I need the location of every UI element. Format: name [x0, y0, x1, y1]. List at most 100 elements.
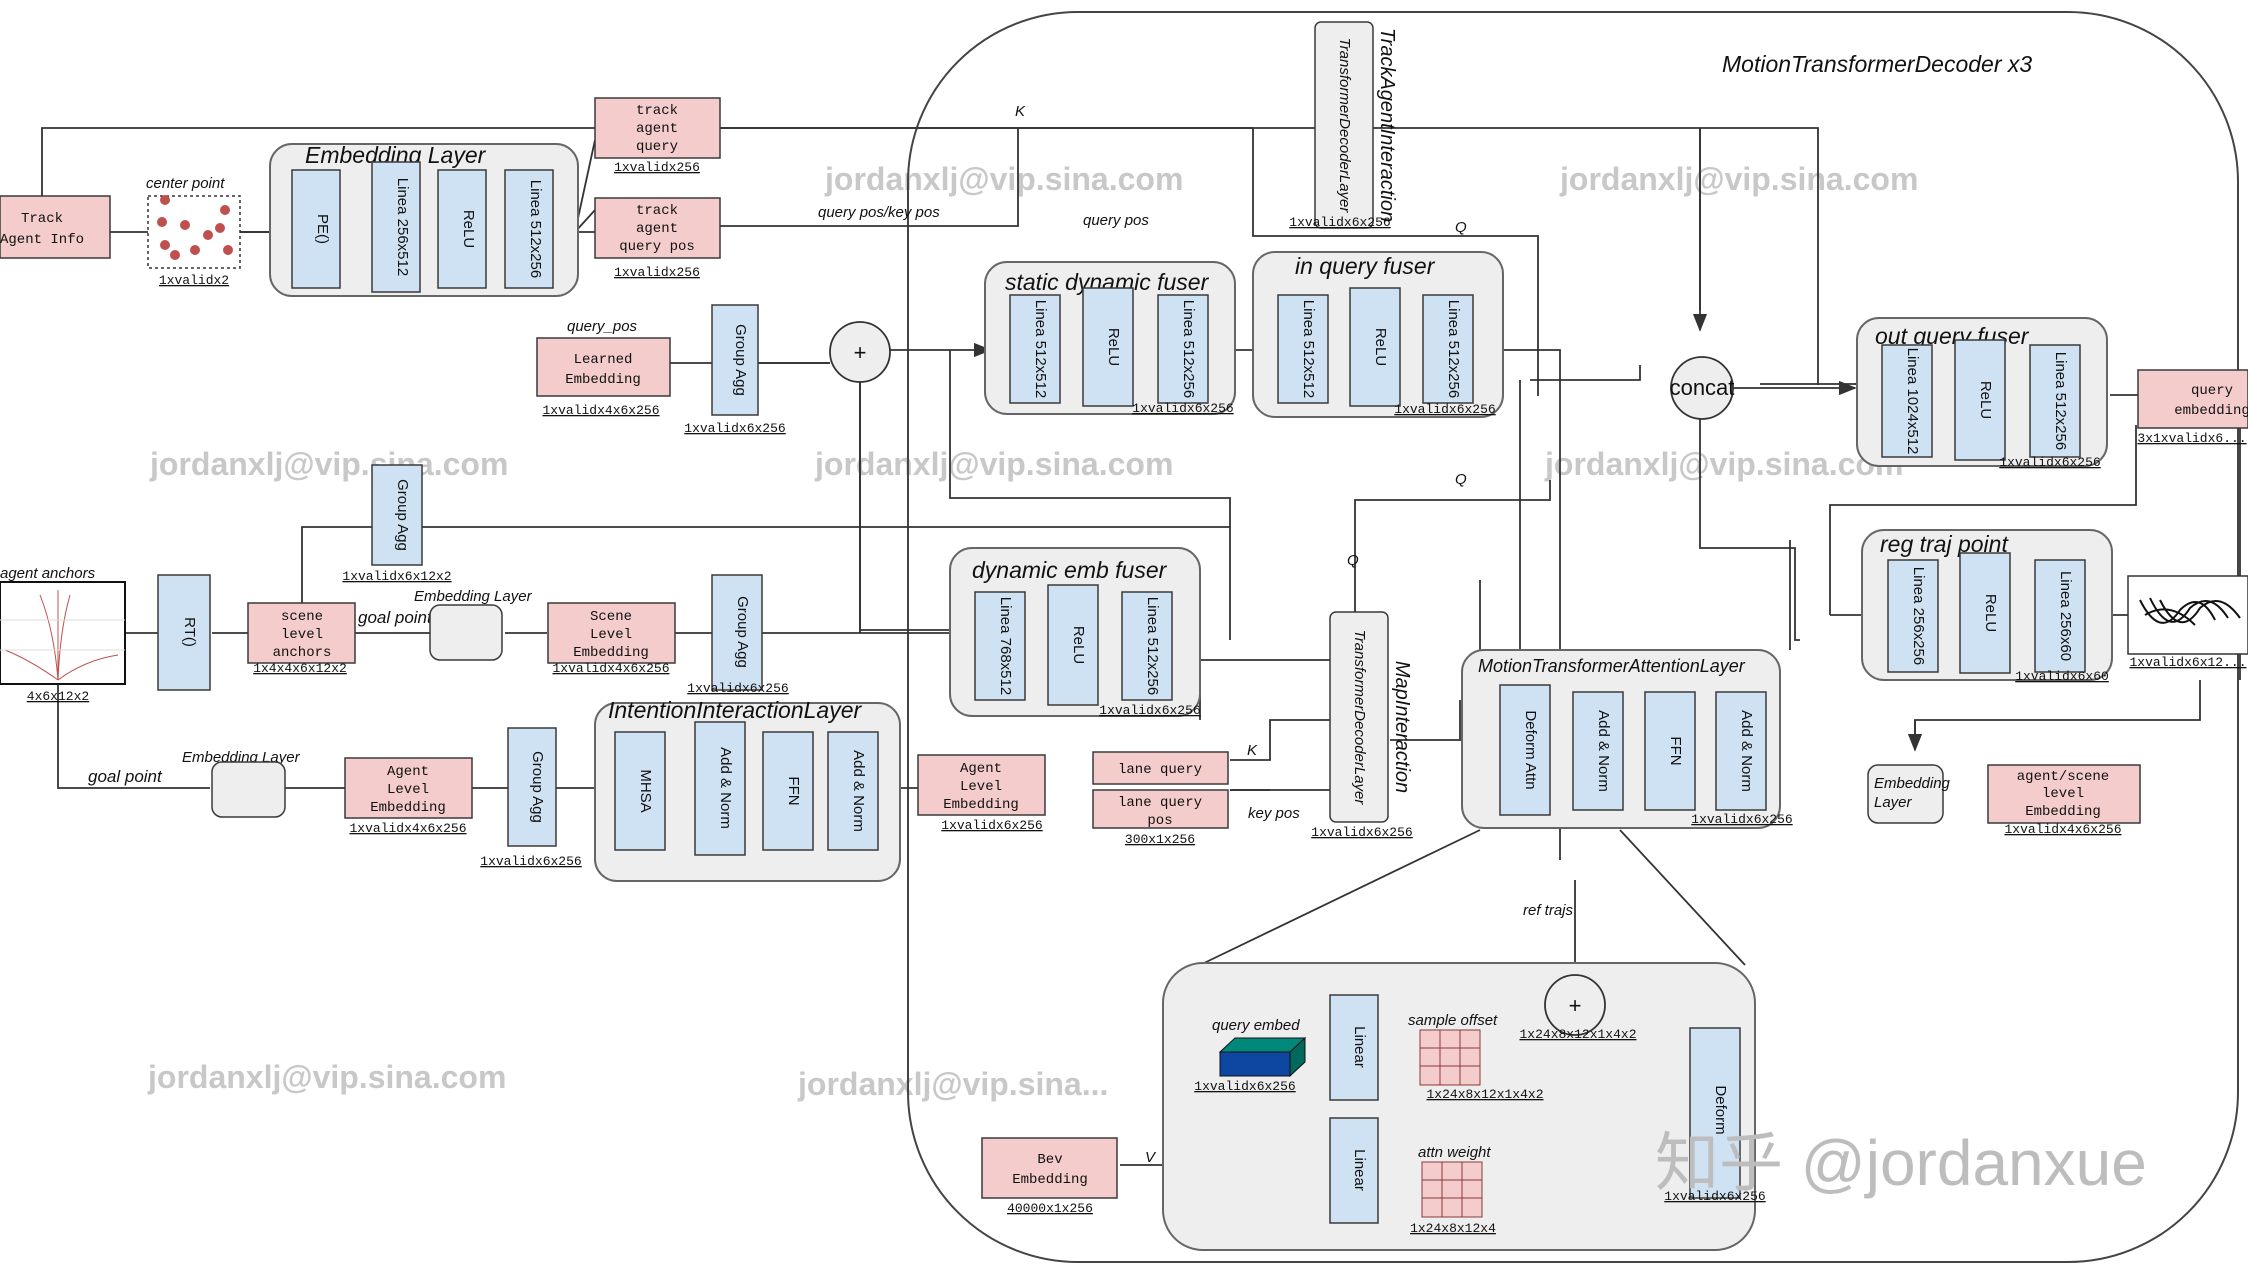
svg-text:Scene: Scene: [590, 609, 632, 625]
track-agent-info-block: Track Agent Info: [0, 195, 111, 259]
svg-text:1xvalidx6x12x2: 1xvalidx6x12x2: [342, 569, 451, 584]
svg-text:Group Agg: Group Agg: [734, 596, 751, 668]
svg-text:Add & Norm: Add & Norm: [1738, 710, 1755, 792]
svg-text:MHSA: MHSA: [637, 769, 654, 812]
label-ref-trajs: ref trajs: [1523, 902, 1574, 919]
svg-text:Deform Attn: Deform Attn: [1522, 710, 1539, 789]
svg-text:1xvalidx6x256: 1xvalidx6x256: [1999, 455, 2100, 470]
trajectory-output: 1xvalidx6x12...: [2127, 575, 2248, 670]
scene-level-anchors-block: scene level anchors 1x4x4x6x12x2: [247, 602, 356, 676]
svg-text:Embedding: Embedding: [943, 797, 1019, 813]
watermark: jordanxlj@vip.sina.com: [1544, 446, 1903, 482]
embedding-layer-right-block: Embedding Layer: [1867, 764, 1951, 824]
svg-text:Embedding: Embedding: [565, 372, 641, 388]
svg-text:anchors: anchors: [273, 645, 332, 661]
learned-embedding-block: query_pos Learned Embedding 1xvalidx4x6x…: [536, 318, 671, 418]
zhihu-watermark: 知乎 @jordanxue: [1655, 1127, 2147, 1199]
svg-text:1xvalidx4x6x256: 1xvalidx4x6x256: [552, 661, 669, 676]
label-q: Q: [1455, 471, 1467, 488]
svg-text:1xvalidx6x256: 1xvalidx6x256: [1311, 825, 1412, 840]
plus-node: [1544, 974, 1606, 1036]
svg-text:Add & Norm: Add & Norm: [717, 747, 734, 829]
agent-anchors-block: agent anchors 4x6x12x2: [0, 565, 126, 704]
sample-offset-grid: [1419, 1029, 1481, 1086]
svg-text:Bev: Bev: [1037, 1152, 1062, 1168]
svg-text:ReLU: ReLU: [1070, 626, 1087, 664]
group-agg-block: Group Agg 1xvalidx6x256: [684, 304, 786, 436]
svg-text:query: query: [2191, 383, 2233, 399]
svg-text:+: +: [1569, 993, 1582, 1018]
svg-text:agent: agent: [636, 121, 678, 137]
svg-text:track: track: [636, 103, 678, 119]
svg-text:Linea 768x512: Linea 768x512: [997, 597, 1014, 695]
svg-text:lane query: lane query: [1118, 762, 1202, 778]
svg-text:Linea 1024x512: Linea 1024x512: [1904, 348, 1921, 455]
svg-text:level: level: [281, 627, 323, 643]
label-k: K: [1247, 742, 1258, 759]
deform-attention-detail: query embed 1xvalidx6x256 Linear Linear …: [1162, 962, 1766, 1251]
svg-text:1xvalidx6x256: 1xvalidx6x256: [1132, 401, 1233, 416]
watermark: jordanxlj@vip.sina.com: [149, 446, 508, 482]
svg-text:PE(): PE(): [314, 214, 331, 244]
svg-text:Embedding: Embedding: [573, 645, 649, 661]
svg-text:1xvalidx6x12...: 1xvalidx6x12...: [2129, 655, 2246, 670]
linear-block: [371, 161, 421, 293]
svg-text:ReLU: ReLU: [460, 210, 477, 248]
svg-text:1x4x4x6x12x2: 1x4x4x6x12x2: [253, 661, 347, 676]
plus-node: +: [829, 321, 891, 383]
svg-text:1xvalidx6x256: 1xvalidx6x256: [684, 421, 785, 436]
agent-level-embedding-block: Agent Level Embedding 1xvalidx6x256: [917, 754, 1046, 833]
svg-text:query_pos: query_pos: [567, 318, 638, 335]
svg-text:Linea 512x256: Linea 512x256: [1180, 300, 1197, 398]
svg-text:1xvalidx4x6x256: 1xvalidx4x6x256: [349, 821, 466, 836]
relu-block: [437, 169, 487, 289]
svg-text:track: track: [636, 203, 678, 219]
svg-text:Linea 512x256: Linea 512x256: [1144, 597, 1161, 695]
svg-text:1xvalidx6x256: 1xvalidx6x256: [941, 818, 1042, 833]
svg-text:Embedding: Embedding: [1874, 775, 1951, 792]
svg-text:40000x1x256: 40000x1x256: [1007, 1201, 1093, 1216]
svg-text:concat: concat: [1670, 375, 1735, 400]
center-point-block: center point 1xvalidx2: [146, 175, 241, 288]
svg-text:300x1x256: 300x1x256: [1125, 832, 1195, 847]
svg-text:1xvalidx6x256: 1xvalidx6x256: [1664, 1189, 1765, 1204]
svg-text:1xvalidx2: 1xvalidx2: [159, 273, 229, 288]
motion-transformer-attention-layer: MotionTransformerAttentionLayer Deform A…: [1461, 649, 1793, 829]
embedding-layer-small-block: [211, 761, 286, 818]
svg-text:ReLU: ReLU: [1372, 328, 1389, 366]
svg-text:1xvalidx4x6x256: 1xvalidx4x6x256: [2004, 822, 2121, 837]
label-q: Q: [1347, 552, 1359, 569]
svg-text:query embed: query embed: [1212, 1017, 1300, 1034]
svg-text:3x1xvalidx6...: 3x1xvalidx6...: [2137, 431, 2246, 446]
svg-text:scene: scene: [281, 609, 323, 625]
svg-text:Level: Level: [387, 782, 429, 798]
svg-text:Linea 512x512: Linea 512x512: [1300, 300, 1317, 398]
out-query-fuser: out query fuser Linea 1024x512 ReLU Line…: [1856, 317, 2108, 470]
svg-text:Linea 512x256: Linea 512x256: [527, 180, 544, 278]
svg-text:IntentionInteractionLayer: IntentionInteractionLayer: [608, 697, 863, 723]
center-point-dots: [157, 195, 233, 260]
static-dynamic-fuser: static dynamic fuser Linea 512x512 ReLU …: [984, 261, 1236, 416]
rt-block: RT(): [157, 574, 211, 691]
svg-text:agent/scene: agent/scene: [2017, 769, 2109, 785]
linear-block: [504, 169, 554, 289]
svg-text:embedding: embedding: [2174, 403, 2248, 419]
svg-text:1xvalidx6x256: 1xvalidx6x256: [480, 854, 581, 869]
scene-level-embedding-block: Scene Level Embedding 1xvalidx4x6x256: [547, 602, 676, 676]
decoder-title: MotionTransformerDecoder x3: [1722, 51, 2032, 77]
svg-text:query pos: query pos: [619, 239, 695, 255]
embedding-layer-group: Embedding Layer PE() Linea 256x512 ReLU …: [269, 142, 579, 297]
svg-text:MotionTransformerAttentionLaye: MotionTransformerAttentionLayer: [1478, 656, 1746, 676]
svg-text:1xvalidx256: 1xvalidx256: [614, 160, 700, 175]
attn-weight-grid: [1421, 1161, 1483, 1218]
pe-block: [291, 169, 341, 289]
lane-query-pos-block: lane query pos 300x1x256: [1092, 789, 1229, 847]
svg-text:ReLU: ReLU: [1977, 381, 1994, 419]
label-embedding-layer: Embedding Layer: [414, 588, 533, 605]
embedding-layer-small-block: [429, 604, 503, 661]
svg-text:query: query: [636, 139, 678, 155]
watermark: jordanxlj@vip.sina.com: [147, 1059, 506, 1095]
svg-text:1xvalidx6x60: 1xvalidx6x60: [2015, 669, 2109, 684]
svg-text:Linea 256x60: Linea 256x60: [2057, 571, 2074, 661]
